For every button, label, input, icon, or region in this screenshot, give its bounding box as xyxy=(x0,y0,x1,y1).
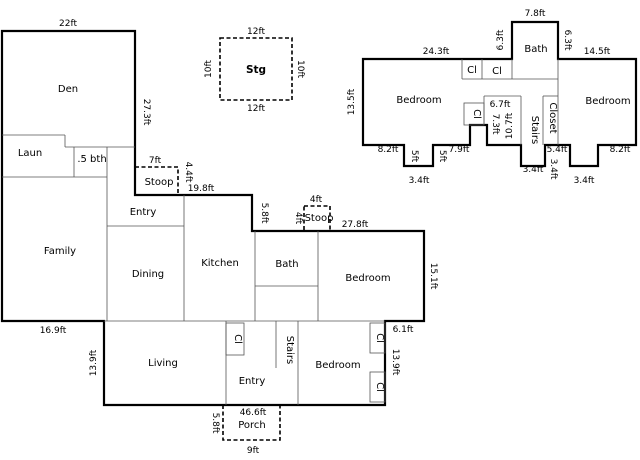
dim-up-5ft-left: 5ft xyxy=(409,150,419,163)
upper-floor-interior-walls xyxy=(461,59,559,145)
room-stairs-main: Stairs xyxy=(284,336,295,365)
dim-up-6-7ft: 6.7ft xyxy=(490,100,511,110)
stoop-left-outline xyxy=(135,166,179,195)
room-bath-main: Bath xyxy=(275,259,298,270)
dim-up-8-2ft-right: 8.2ft xyxy=(610,145,631,155)
dim-up-3-4ft-a: 3.4ft xyxy=(409,176,430,186)
storage-building: Stg 12ft 12ft 10ft 10ft xyxy=(204,27,305,114)
room-kitchen: Kitchen xyxy=(201,258,239,269)
dim-up-5-4ft: 5.4ft xyxy=(547,145,568,155)
dim-4-4ft: 4.4ft xyxy=(183,162,193,183)
dim-up-13-5ft: 13.5ft xyxy=(347,88,357,115)
room-stoop-right: Stoop xyxy=(305,213,334,224)
dim-stg-right: 10ft xyxy=(295,60,305,78)
dim-up-7-3ft: 7.3ft xyxy=(490,114,500,135)
room-porch: Porch xyxy=(238,420,266,431)
room-den: Den xyxy=(58,84,78,95)
dim-6-1ft: 6.1ft xyxy=(393,325,414,335)
dim-up-7-9ft: 7.9ft xyxy=(449,145,470,155)
storage-outline xyxy=(219,37,293,101)
dim-stg-bottom: 12ft xyxy=(247,104,265,114)
room-bedroom-main: Bedroom xyxy=(345,273,390,284)
room-living: Living xyxy=(148,358,178,369)
room-stairs-upper: Stairs xyxy=(529,116,540,145)
dim-27-3ft: 27.3ft xyxy=(141,99,151,126)
room-closet-lower-2: Cl xyxy=(374,382,385,392)
dim-22ft: 22ft xyxy=(59,19,77,29)
dim-up-7-8ft: 7.8ft xyxy=(525,9,546,19)
dim-up-3-4ft-b: 3.4ft xyxy=(523,165,544,175)
dim-up-6-3ft-left: 6.3ft xyxy=(496,29,506,50)
dim-up-24-3ft: 24.3ft xyxy=(423,47,450,57)
room-closet-upper-2: Cl xyxy=(492,66,502,77)
dim-4ft-stoop-h: 4ft xyxy=(293,212,303,225)
dim-13-9ft-left: 13.9ft xyxy=(89,349,99,376)
room-dining: Dining xyxy=(132,269,164,280)
room-closet-upper-long: Closet xyxy=(547,102,558,133)
dim-7ft: 7ft xyxy=(149,156,162,166)
dim-up-3-4ft-c: 3.4ft xyxy=(574,176,595,186)
dim-16-9ft: 16.9ft xyxy=(40,326,67,336)
room-bedroom-upper-left: Bedroom xyxy=(396,95,441,106)
stoop-right-outline xyxy=(303,205,331,232)
dim-stg-left: 10ft xyxy=(204,60,214,78)
room-family: Family xyxy=(44,246,76,257)
dim-5-8ft-kitchen: 5.8ft xyxy=(259,203,269,224)
dim-up-10-7ft: 10.7ft xyxy=(505,112,515,139)
room-closet-living: Cl xyxy=(232,334,243,344)
dim-15-1ft: 15.1ft xyxy=(428,263,438,290)
dim-up-14-5ft: 14.5ft xyxy=(584,47,611,57)
room-closet-upper-1: Cl xyxy=(467,65,477,76)
room-bedroom-upper-right: Bedroom xyxy=(585,96,630,107)
room-storage: Stg xyxy=(246,64,266,76)
room-entry-main: Entry xyxy=(130,207,157,218)
dim-19-8ft: 19.8ft xyxy=(188,184,215,194)
dim-4ft-stoop-w: 4ft xyxy=(310,195,323,205)
dim-46-6ft: 46.6ft xyxy=(240,408,267,418)
dim-up-5ft-mid: 5ft xyxy=(437,150,447,163)
dim-13-9ft-right: 13.9ft xyxy=(390,349,400,376)
room-half-bath: .5 bth xyxy=(77,154,106,165)
dim-up-3-4ft-vertical: 3.4ft xyxy=(548,159,558,180)
room-entry-lower: Entry xyxy=(239,376,266,387)
room-stoop-left: Stoop xyxy=(145,177,174,188)
main-floor: Den Laun .5 bth Family Entry Dining Kitc… xyxy=(0,19,438,456)
room-bedroom-lower: Bedroom xyxy=(315,360,360,371)
dim-up-8-2ft-left: 8.2ft xyxy=(378,145,399,155)
dim-stg-top: 12ft xyxy=(247,27,265,37)
dim-up-6-3ft-right: 6.3ft xyxy=(562,30,572,51)
dim-27-8ft: 27.8ft xyxy=(342,220,369,230)
upper-floor: Bedroom Cl Cl Bath Cl Stairs Closet Bedr… xyxy=(347,9,638,186)
room-closet-upper-3: Cl xyxy=(471,109,482,119)
dim-9ft: 9ft xyxy=(247,446,260,456)
room-laundry: Laun xyxy=(18,148,42,159)
dim-5-8ft-porch: 5.8ft xyxy=(210,413,220,434)
main-floor-interior-walls xyxy=(2,134,386,405)
room-bath-upper: Bath xyxy=(524,44,547,55)
room-closet-lower-1: Cl xyxy=(374,333,385,343)
